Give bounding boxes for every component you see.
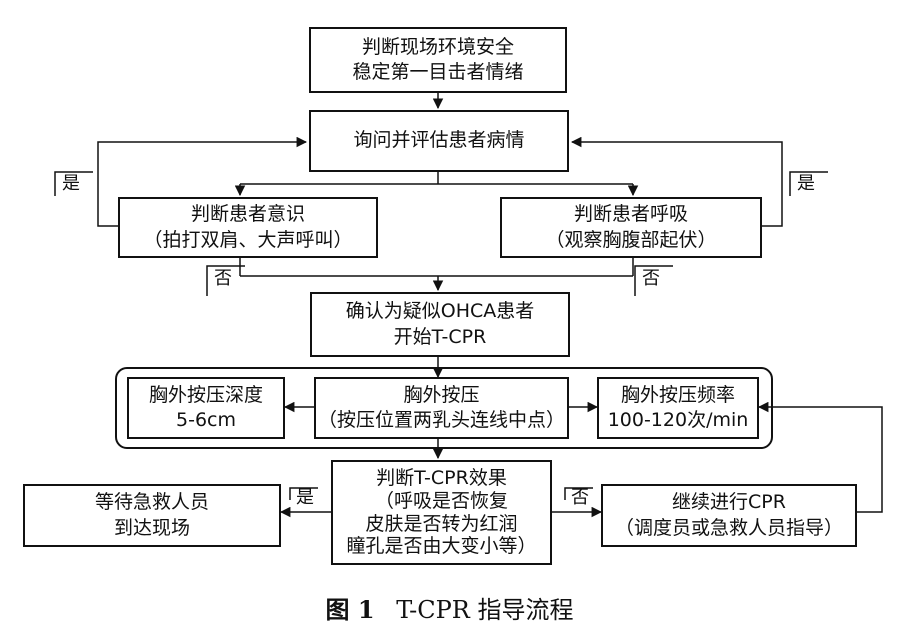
- node-compression-depth: 胸外按压深度 5-6cm: [127, 377, 285, 439]
- node-check-breathing-line-1: 判断患者呼吸: [573, 203, 688, 226]
- loop-yes-right: [570, 136, 783, 227]
- node-check-consciousness: 判断患者意识 （拍打双肩、大声呼叫）: [118, 197, 378, 258]
- node-evaluate-effect-line-2: （呼吸是否恢复: [374, 489, 508, 512]
- label-yes-right: 是: [797, 173, 815, 194]
- node-assess-condition: 询问并评估患者病情: [309, 110, 569, 172]
- node-scene-safety: 判断现场环境安全 稳定第一目击者情绪: [309, 27, 567, 93]
- node-chest-compression-line-2: （按压位置两乳头连线中点）: [317, 409, 565, 431]
- node-check-consciousness-line-1: 判断患者意识: [190, 203, 305, 226]
- bracket-yes-left: [54, 171, 93, 196]
- node-scene-safety-line-2: 稳定第一目击者情绪: [352, 61, 524, 83]
- compression-group: [115, 367, 773, 449]
- node-chest-compression-line-1: 胸外按压: [403, 383, 480, 406]
- node-check-consciousness-line-2: （拍打双肩、大声呼叫）: [143, 228, 353, 251]
- loop-continue-to-rate: [757, 401, 883, 513]
- node-evaluate-effect-line-4: 瞳孔是否由大变小等）: [346, 535, 537, 558]
- node-check-breathing: 判断患者呼吸 （观察胸腹部起伏）: [500, 197, 762, 258]
- node-await-responders-line-2: 到达现场: [113, 516, 190, 539]
- node-compression-depth-line-2: 5-6cm: [176, 409, 236, 431]
- label-no-left: 否: [214, 268, 232, 289]
- bracket-yes-bottom: [289, 487, 318, 500]
- node-compression-depth-line-1: 胸外按压深度: [148, 383, 263, 406]
- node-check-breathing-line-2: （观察胸腹部起伏）: [545, 228, 717, 251]
- label-yes-bottom: 是: [296, 487, 314, 508]
- figure-title: T-CPR 指导流程: [396, 596, 574, 624]
- figure-number: 图 1: [325, 595, 375, 624]
- bracket-yes-right: [789, 171, 828, 196]
- bracket-no-bottom: [564, 487, 593, 500]
- label-no-right: 否: [642, 268, 660, 289]
- figure-caption: 图 1 T-CPR 指导流程: [0, 590, 899, 625]
- label-no-bottom: 否: [571, 487, 589, 508]
- node-scene-safety-line-1: 判断现场环境安全: [361, 35, 514, 58]
- node-continue-cpr-line-2: （调度员或急救人员指导）: [614, 516, 843, 539]
- node-await-responders: 等待急救人员 到达现场: [23, 484, 281, 547]
- bracket-no-right: [634, 265, 673, 296]
- bracket-no-left: [206, 265, 245, 296]
- node-compression-rate: 胸外按压频率 100-120次/min: [597, 377, 759, 439]
- node-confirm-ohca: 确认为疑似OHCA患者 开始T-CPR: [310, 292, 570, 357]
- node-continue-cpr: 继续进行CPR （调度员或急救人员指导）: [601, 484, 857, 547]
- node-await-responders-line-1: 等待急救人员: [94, 491, 209, 514]
- loop-yes-left: [97, 136, 308, 227]
- node-confirm-ohca-line-2: 开始T-CPR: [393, 325, 487, 348]
- node-assess-condition-line-1: 询问并评估患者病情: [353, 129, 525, 152]
- node-continue-cpr-line-1: 继续进行CPR: [672, 491, 786, 514]
- node-evaluate-effect: 判断T-CPR效果 （呼吸是否恢复 皮肤是否转为红润 瞳孔是否由大变小等）: [331, 460, 552, 565]
- node-evaluate-effect-line-3: 皮肤是否转为红润: [365, 512, 518, 535]
- node-evaluate-effect-line-1: 判断T-CPR效果: [376, 466, 507, 489]
- node-compression-rate-line-2: 100-120次/min: [607, 409, 749, 431]
- node-compression-rate-line-1: 胸外按压频率: [620, 383, 735, 406]
- label-yes-left: 是: [62, 173, 80, 194]
- node-chest-compression: 胸外按压 （按压位置两乳头连线中点）: [314, 377, 569, 439]
- node-confirm-ohca-line-1: 确认为疑似OHCA患者: [345, 300, 535, 323]
